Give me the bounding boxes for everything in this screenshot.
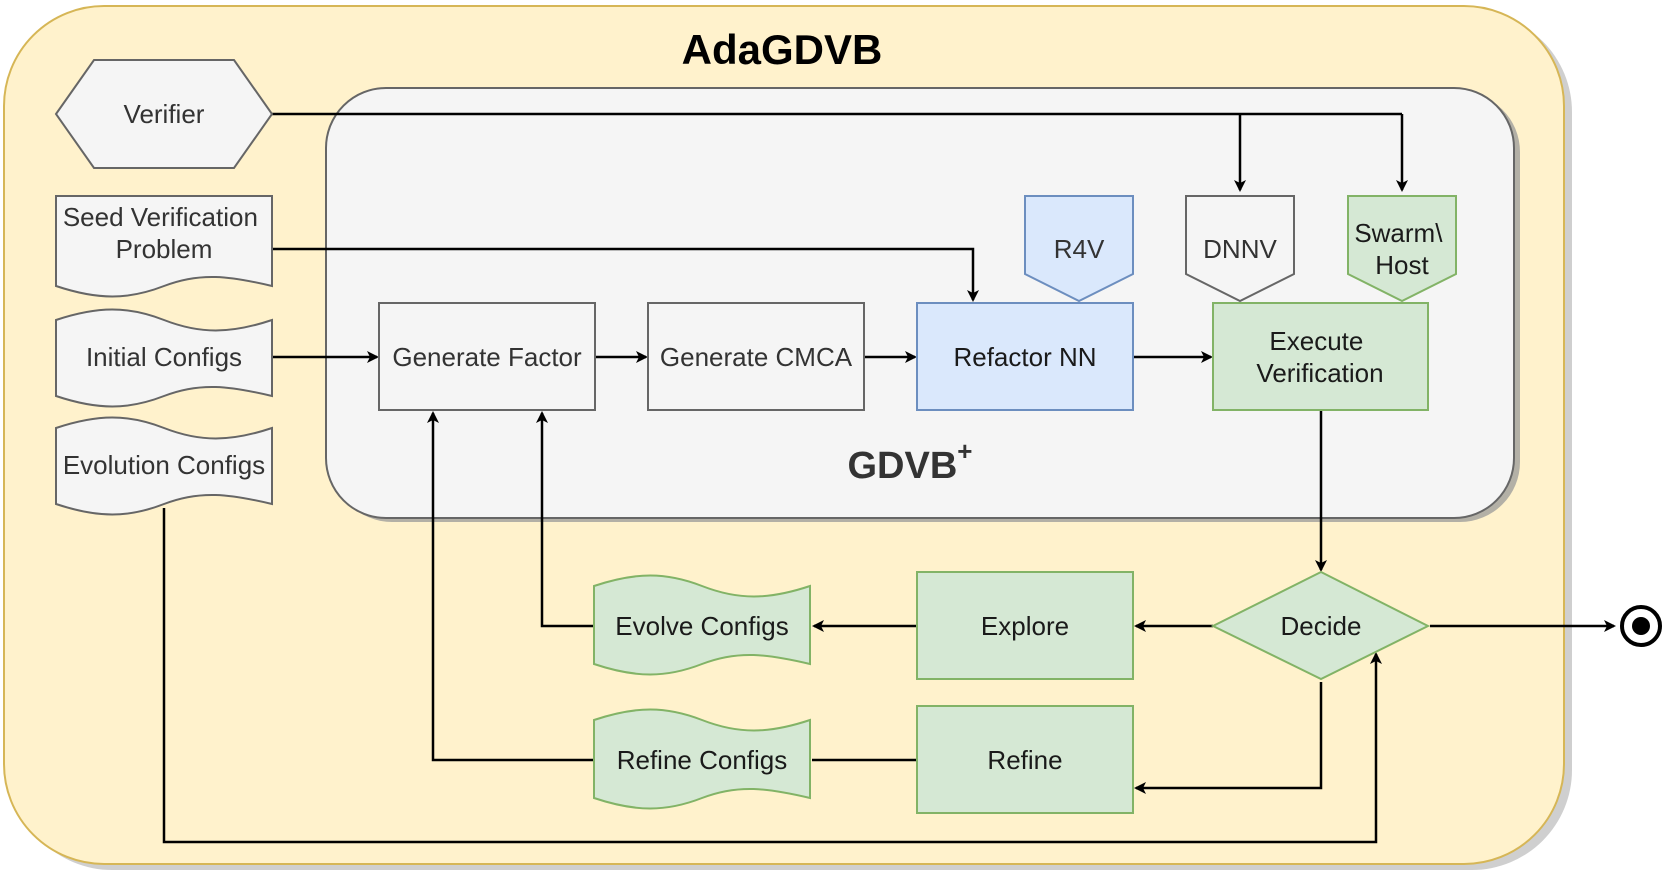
swarm-host-label: Swarm\ Host: [1354, 218, 1449, 280]
initial-configs-label: Initial Configs: [86, 342, 242, 372]
edge-seed-refactor: [272, 247, 979, 302]
explore-label: Explore: [981, 611, 1069, 641]
evolution-configs-label: Evolution Configs: [63, 450, 265, 480]
generate-factor-node[interactable]: Generate Factor: [378, 302, 596, 411]
refine-configs-node[interactable]: Refine Configs: [593, 708, 811, 810]
adagdvb-title: AdaGDVB: [682, 26, 883, 73]
execute-verification-node[interactable]: Execute Verification: [1212, 302, 1429, 411]
r4v-node[interactable]: R4V: [1024, 195, 1134, 303]
verifier-node[interactable]: Verifier: [54, 59, 274, 169]
verifier-label: Verifier: [124, 99, 205, 129]
dnnv-label: DNNV: [1203, 234, 1277, 264]
dnnv-node[interactable]: DNNV: [1185, 195, 1295, 303]
r4v-label: R4V: [1054, 234, 1105, 264]
decide-label: Decide: [1281, 611, 1362, 641]
evolution-configs-node[interactable]: Evolution Configs: [55, 416, 273, 516]
decide-node[interactable]: Decide: [1210, 570, 1431, 681]
refactor-nn-label: Refactor NN: [953, 342, 1096, 372]
swarm-host-node[interactable]: Swarm\ Host: [1347, 195, 1457, 303]
generate-factor-label: Generate Factor: [392, 342, 582, 372]
evolve-configs-node[interactable]: Evolve Configs: [593, 574, 811, 676]
initial-configs-node[interactable]: Initial Configs: [55, 308, 273, 408]
end-terminator-icon: [1620, 605, 1662, 647]
gdvb-plus-title: GDVB+: [848, 436, 973, 487]
seed-verification-problem-label: Seed Verification Problem: [63, 202, 265, 264]
edge-evolution-decide: [162, 508, 1382, 844]
refactor-nn-node[interactable]: Refactor NN: [916, 302, 1134, 411]
generate-cmca-node[interactable]: Generate CMCA: [647, 302, 865, 411]
execute-verification-label: Execute Verification: [1256, 326, 1383, 388]
connectors: [162, 112, 1616, 844]
edge-decide-refine: [1134, 682, 1323, 794]
gdvb-plus-superscript: +: [957, 436, 972, 466]
refine-configs-label: Refine Configs: [617, 745, 788, 775]
edge-evolve-genfactor: [536, 411, 594, 628]
explore-node[interactable]: Explore: [916, 571, 1134, 680]
edge-refineconfigs-genfactor: [427, 411, 594, 762]
evolve-configs-label: Evolve Configs: [615, 611, 788, 641]
refine-node[interactable]: Refine: [916, 705, 1134, 814]
refine-label: Refine: [987, 745, 1062, 775]
seed-verification-problem-node[interactable]: Seed Verification Problem: [55, 195, 273, 298]
generate-cmca-label: Generate CMCA: [660, 342, 853, 372]
